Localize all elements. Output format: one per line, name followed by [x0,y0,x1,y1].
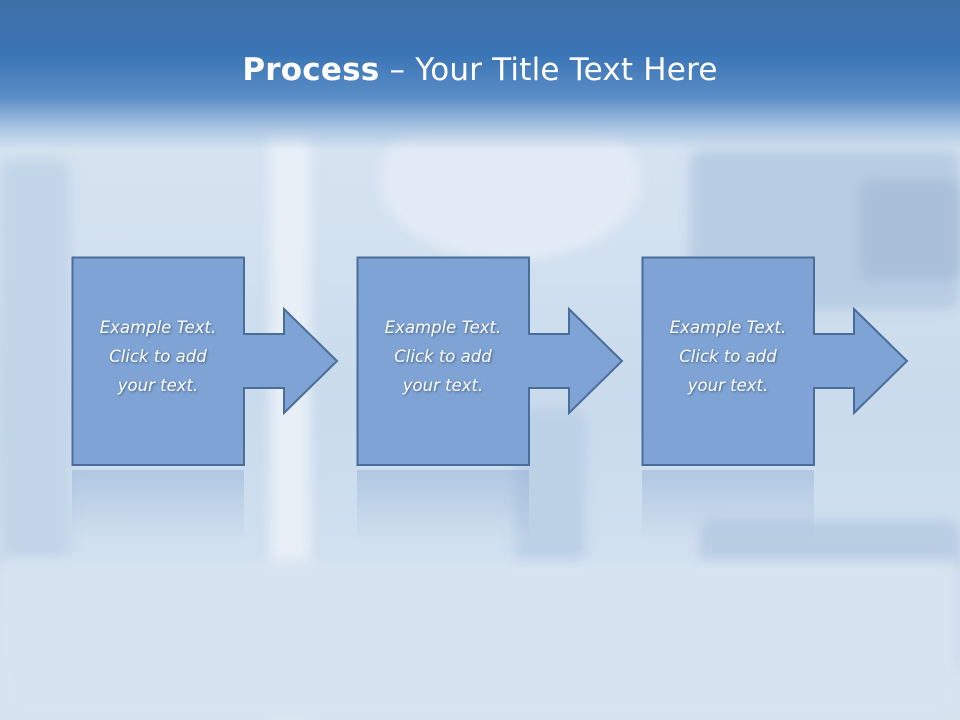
title-bold: Process [242,52,380,88]
step-2-line-3: your text. [402,376,484,395]
process-step-1[interactable]: Example Text. Click to add your text. [71,256,343,469]
step-1-line-1: Example Text. [99,318,217,337]
slide-title[interactable]: Process – Your Title Text Here [0,52,960,88]
step-1-line-3: your text. [117,376,199,395]
step-1-text: Example Text. Click to add your text. [74,313,242,400]
title-rest: – Your Title Text Here [379,52,718,88]
step-2-line-1: Example Text. [384,318,502,337]
step-2-reflection [357,470,529,540]
step-3-line-3: your text. [687,376,769,395]
step-3-line-2: Click to add [679,347,777,366]
process-step-3[interactable]: Example Text. Click to add your text. [641,256,913,469]
step-3-reflection [642,470,814,540]
step-3-text: Example Text. Click to add your text. [644,313,812,400]
process-step-2[interactable]: Example Text. Click to add your text. [356,256,628,469]
step-2-shape [356,256,624,466]
step-3-shape [641,256,909,466]
step-2-text: Example Text. Click to add your text. [359,313,527,400]
step-1-line-2: Click to add [109,347,207,366]
step-3-line-1: Example Text. [669,318,787,337]
step-1-shape [71,256,339,466]
step-1-reflection [72,470,244,540]
header-band [0,0,960,150]
step-2-line-2: Click to add [394,347,492,366]
